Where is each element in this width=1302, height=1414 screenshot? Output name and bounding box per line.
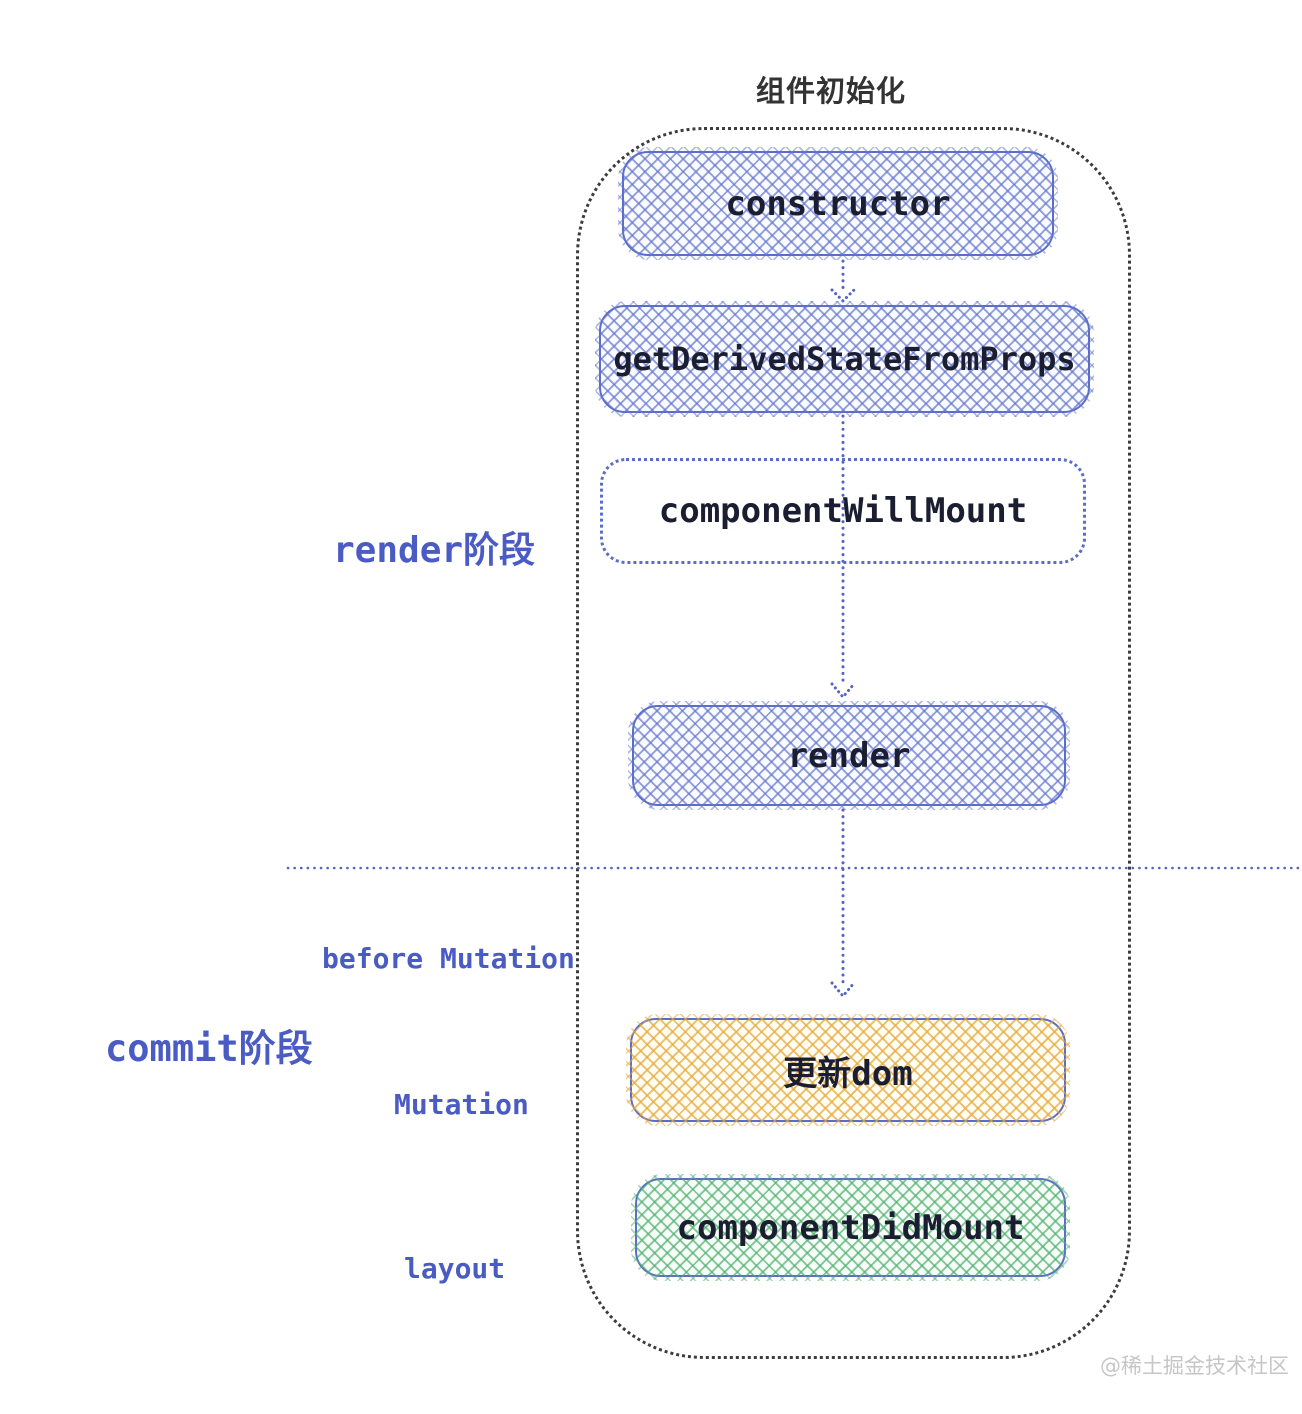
node-render-label: render: [787, 735, 911, 776]
node-constructor: constructor: [618, 147, 1058, 260]
render-phase-label: render阶段: [333, 530, 536, 571]
node-update-dom: 更新dom: [626, 1014, 1070, 1126]
node-component-did-mount: componentDidMount: [631, 1174, 1070, 1281]
before-mutation-label: before Mutation: [322, 942, 575, 975]
commit-phase-label: commit阶段: [105, 1027, 313, 1070]
node-render: render: [628, 701, 1070, 810]
node-component-will-mount-label: componentWillMount: [658, 491, 1028, 531]
diagram-title: 组件初始化: [756, 74, 907, 108]
node-component-did-mount-label: componentDidMount: [676, 1207, 1025, 1248]
node-component-will-mount: componentWillMount: [600, 458, 1086, 564]
node-get-derived-state-from-props-label: getDerivedStateFromProps: [613, 340, 1076, 378]
node-constructor-label: constructor: [725, 183, 951, 224]
node-get-derived-state-from-props: getDerivedStateFromProps: [595, 301, 1094, 417]
node-update-dom-label: 更新dom: [783, 1053, 913, 1094]
mutation-label: Mutation: [394, 1088, 529, 1121]
watermark: @稀土掘金技术社区: [1100, 1354, 1289, 1378]
layout-label: layout: [404, 1252, 506, 1285]
lifecycle-outline: [576, 127, 1131, 1359]
